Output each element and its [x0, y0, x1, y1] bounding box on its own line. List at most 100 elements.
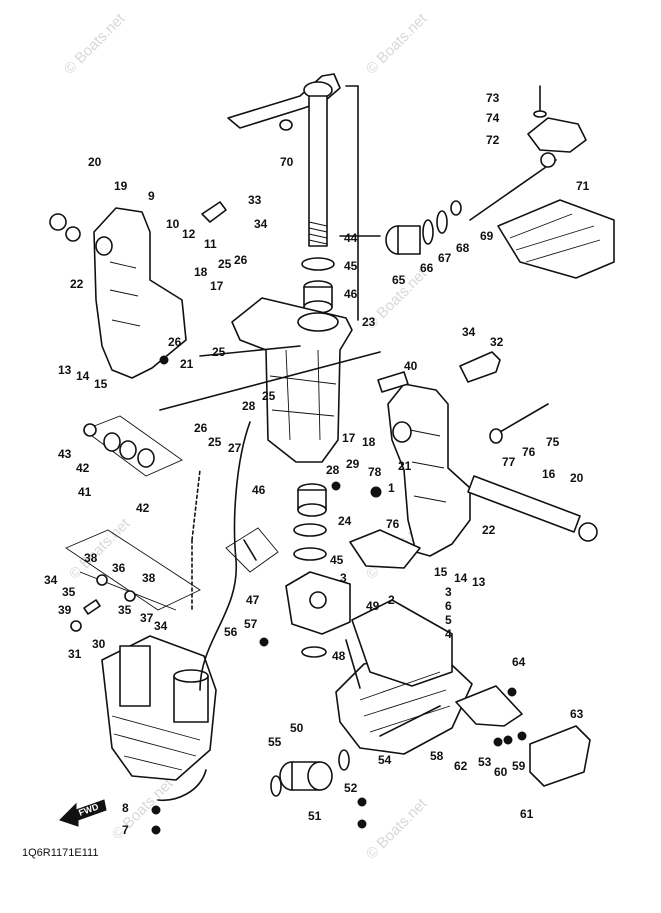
- callout-label: 25: [262, 389, 276, 403]
- callout-label: 34: [154, 619, 168, 633]
- clamp-right-holes: [409, 429, 447, 503]
- bushing-65-body: [397, 225, 421, 255]
- callout-label: 21: [180, 357, 194, 371]
- callout-label: 18: [194, 265, 208, 279]
- washer-35: [96, 574, 108, 586]
- washer-51: [338, 749, 350, 771]
- callout-label: 39: [58, 603, 72, 617]
- washer-24: [293, 523, 327, 537]
- callout-label: 27: [228, 441, 242, 455]
- callout-label: 61: [520, 807, 534, 821]
- washer-70: [279, 119, 293, 131]
- callout-label: 6: [445, 599, 452, 613]
- callout-label: 60: [494, 765, 508, 779]
- screw-56: [259, 637, 269, 647]
- mount-detail: [359, 671, 451, 733]
- callout-label: 48: [332, 649, 346, 663]
- steering-shaft: [308, 95, 328, 247]
- callout-label: 32: [490, 335, 504, 349]
- callout-label: 67: [438, 251, 452, 265]
- callout-label: 34: [44, 573, 58, 587]
- callout-label: 29: [346, 457, 360, 471]
- washer-67: [436, 210, 448, 234]
- callout-label: 47: [246, 593, 260, 607]
- bushing-41: [103, 432, 121, 452]
- callout-label: 72: [486, 133, 500, 147]
- tilt-unit-detail-lines: [111, 715, 201, 771]
- callout-label: 3: [340, 571, 347, 585]
- callout-label: 73: [486, 91, 500, 105]
- callout-label: 26: [168, 335, 182, 349]
- plate-3: [349, 529, 421, 569]
- shaft-thread: [308, 221, 328, 245]
- callout-label: 40: [404, 359, 418, 373]
- guide-box: [83, 415, 183, 477]
- watermark: © Boats.net: [363, 795, 431, 863]
- watermark: © Boats.net: [363, 10, 431, 78]
- diagram-code: 1Q6R1171E111: [22, 847, 98, 859]
- callout-label: 31: [68, 647, 82, 661]
- pin-40: [377, 371, 409, 393]
- callout-label: 57: [244, 617, 258, 631]
- tilt-tube: [467, 475, 581, 533]
- bushing-42: [137, 448, 155, 468]
- callout-label: 34: [462, 325, 476, 339]
- washer-45: [301, 257, 335, 271]
- fwd-arrow-icon: [59, 799, 107, 827]
- callout-label: 18: [362, 435, 376, 449]
- callout-label: 44: [344, 231, 358, 245]
- screw-78: [370, 486, 382, 498]
- collar-71: [540, 152, 556, 168]
- guide-line: [345, 639, 361, 689]
- bracket-33: [201, 201, 227, 223]
- dashed-guide: [191, 469, 201, 611]
- callout-label: 14: [454, 571, 468, 585]
- nut-19: [65, 226, 81, 242]
- watermark: © Boats.net: [109, 775, 177, 843]
- mount-rubber-50-end: [307, 761, 333, 791]
- callout-label: 50: [290, 721, 304, 735]
- watermark: © Boats.net: [61, 10, 129, 78]
- clamp-left-holes: [109, 261, 141, 327]
- callout-label: 66: [420, 261, 434, 275]
- part-drawing: [49, 73, 615, 835]
- wire-lead: [157, 769, 207, 802]
- callout-label: 37: [140, 611, 154, 625]
- screw-28: [331, 481, 341, 491]
- wire-harness: [199, 421, 251, 691]
- swivel-boss: [297, 312, 339, 332]
- callout-label: 4: [445, 627, 452, 641]
- callout-label: 26: [234, 253, 248, 267]
- screw-52: [357, 797, 367, 807]
- pin-39: [83, 599, 101, 615]
- callout-label: 5: [445, 613, 452, 627]
- callout-label: 7: [122, 823, 129, 837]
- callout-label: 43: [58, 447, 72, 461]
- callout-label: 58: [430, 749, 444, 763]
- washer-74: [533, 110, 547, 118]
- callout-label: 68: [456, 241, 470, 255]
- tilt-cylinder: [119, 645, 151, 707]
- callout-label: 62: [454, 759, 468, 773]
- guide-line: [159, 351, 381, 411]
- nut-20-right: [578, 522, 598, 542]
- callout-label: 45: [344, 259, 358, 273]
- callout-label: 26: [194, 421, 208, 435]
- bracket-47-bore: [309, 591, 327, 609]
- callout-label: 30: [92, 637, 106, 651]
- callout-labels: 1 2 3 3 4 5 6 7 8 9 10 11 12 13 13 14 14…: [44, 91, 590, 837]
- nut-59: [517, 731, 527, 741]
- callout-label: 3: [445, 585, 452, 599]
- callout-label: 21: [398, 459, 412, 473]
- bolt-75: [499, 403, 549, 433]
- swivel-bracket: [231, 297, 353, 463]
- callout-label: 52: [344, 781, 358, 795]
- callout-label: 12: [182, 227, 196, 241]
- callout-label: 20: [88, 155, 102, 169]
- callout-label: 15: [94, 377, 108, 391]
- callout-label: 46: [252, 483, 266, 497]
- upper-case-mount: [351, 599, 453, 687]
- callout-label: 56: [224, 625, 238, 639]
- callout-label: 25: [218, 257, 232, 271]
- bushing-46-lower-bottom: [297, 503, 327, 517]
